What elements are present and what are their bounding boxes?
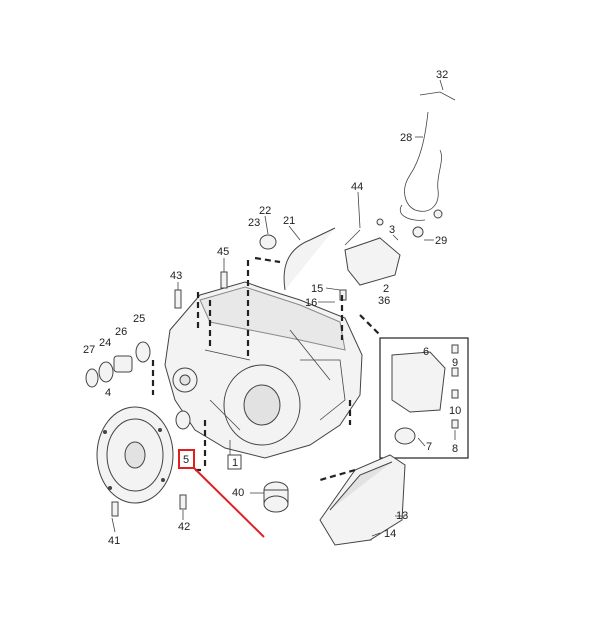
callout-10: 10 — [449, 405, 461, 417]
torque-converter — [96, 406, 174, 504]
filler-tube — [259, 227, 336, 291]
callout-26: 26 — [115, 326, 127, 338]
transmission-control-module — [344, 218, 401, 286]
callout-14: 14 — [384, 528, 396, 540]
callout-4: 4 — [105, 387, 111, 399]
callout-1-box — [227, 454, 242, 470]
callout-8: 8 — [452, 443, 458, 455]
callout-22: 22 — [259, 205, 271, 217]
callout-43: 43 — [170, 270, 182, 282]
callout-27: 27 — [83, 344, 95, 356]
callout-3: 3 — [389, 224, 395, 236]
callout-1: 1 — [232, 457, 238, 469]
callout-labels: 32 28 44 22 23 21 3 29 45 15 2 16 36 43 … — [83, 69, 461, 547]
callout-24: 24 — [99, 337, 111, 349]
highlight-pointer — [193, 467, 265, 538]
wiring-harness — [399, 91, 456, 238]
filter-part-40 — [263, 481, 289, 513]
callout-32: 32 — [436, 69, 448, 81]
callout-36: 36 — [378, 295, 390, 307]
callout-7: 7 — [426, 441, 432, 453]
highlight-box — [178, 449, 195, 469]
callout-45: 45 — [217, 246, 229, 258]
valve-body-inset — [379, 337, 469, 459]
oil-pan — [319, 454, 406, 546]
callout-16: 16 — [305, 297, 317, 309]
callout-25: 25 — [133, 313, 145, 325]
callout-9: 9 — [452, 357, 458, 369]
callout-42: 42 — [178, 521, 190, 533]
callout-23: 23 — [248, 217, 260, 229]
callout-28: 28 — [400, 132, 412, 144]
callout-29: 29 — [435, 235, 447, 247]
callout-2: 2 — [383, 283, 389, 295]
callout-5: 5 — [183, 454, 189, 466]
input-seal-parts — [85, 341, 151, 388]
callout-40: 40 — [232, 487, 244, 499]
callout-44: 44 — [351, 181, 363, 193]
callout-21: 21 — [283, 215, 295, 227]
transmission-housing — [164, 281, 363, 459]
callout-41: 41 — [108, 535, 120, 547]
callout-15: 15 — [311, 283, 323, 295]
leader-lines — [111, 79, 456, 537]
callout-13: 13 — [396, 510, 408, 522]
callout-6: 6 — [423, 346, 429, 358]
seal-part-5 — [175, 410, 191, 430]
group-dashed-lines — [151, 256, 381, 482]
